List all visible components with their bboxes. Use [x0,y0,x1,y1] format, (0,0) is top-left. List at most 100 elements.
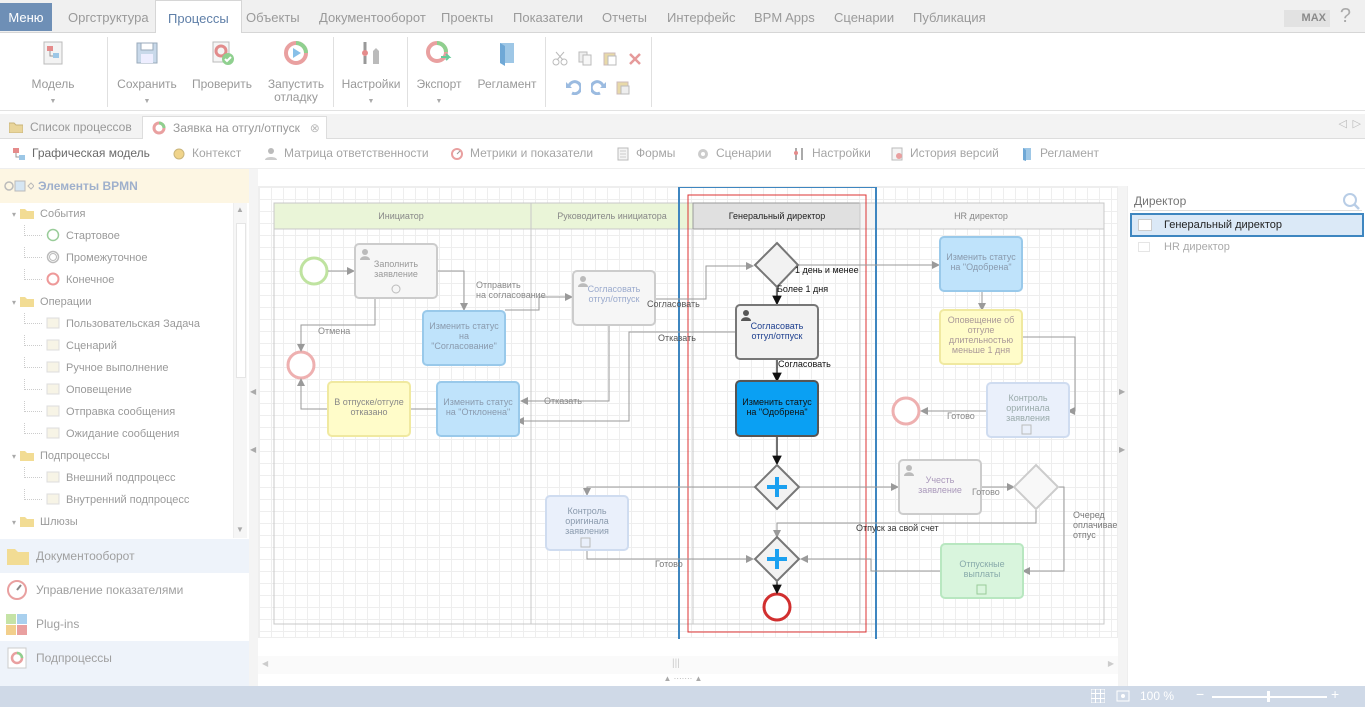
tree-group[interactable]: ▾События [8,203,230,225]
expand-icon[interactable]: ▾ [12,518,17,527]
scroll-thumb[interactable] [236,223,246,378]
validate-button[interactable]: Проверить [189,39,255,91]
gateway-exclusive-hr[interactable] [1012,463,1060,511]
tree-scrollbar[interactable]: ▲ ▼ [233,203,247,538]
expand-icon[interactable]: ▾ [12,210,17,219]
right-splitter[interactable]: ▶▶ [1118,186,1127,686]
copy-icon[interactable] [577,50,593,66]
settings-button[interactable]: Настройки▼ [338,39,404,108]
end-event-cancel[interactable] [286,350,316,380]
task-approve-ceo[interactable] [735,304,819,360]
task-approve-manager[interactable] [572,270,656,326]
view-tab-settings[interactable]: Настройки [790,146,871,160]
tree-item[interactable]: Оповещение [8,379,230,401]
start-event[interactable] [299,256,329,286]
menu-tab-reports[interactable]: Отчеты [602,10,647,25]
section-plugins[interactable]: Plug-ins [0,607,249,641]
start-debug-button[interactable]: Запустить отладку [264,39,328,104]
lane-selection-frame[interactable] [678,187,877,639]
lane-header-hr[interactable] [859,202,1105,230]
task-vacation-pay[interactable] [940,543,1024,599]
bpmn-diagram[interactable]: Инициатор Руководитель инициатора Генера… [259,187,1119,639]
scroll-right-icon[interactable]: ▶ [1107,659,1114,668]
menu-tab-indicators[interactable]: Показатели [513,10,583,25]
end-event-ceo[interactable] [762,592,792,622]
close-tab-icon[interactable]: ⊗ [309,121,320,135]
task-set-status-rejected[interactable] [436,381,520,437]
tree-group[interactable]: ▾Подпроцессы [8,445,230,467]
menu-tab-bpm-apps[interactable]: BPM Apps [754,10,815,25]
task-set-status-approved-ceo[interactable] [735,380,819,437]
gateway-exclusive-ceo[interactable] [753,241,800,289]
model-dropdown-icon[interactable]: ▼ [49,98,57,105]
view-tab-responsibility-matrix[interactable]: Матрица ответственности [262,146,429,160]
zoom-slider-thumb[interactable] [1267,691,1270,702]
bottom-splitter-handle[interactable]: ▲ ······· ▲ [663,674,703,683]
model-button[interactable]: Модель▼ [26,39,80,108]
zoom-in-icon[interactable]: + [1331,686,1340,702]
section-indicators[interactable]: Управление показателями [0,573,249,607]
lane-header-ceo[interactable] [692,202,861,230]
scroll-down-icon[interactable]: ▼ [236,525,244,534]
task-notify-short[interactable] [939,309,1023,365]
menu-tab-scenarios[interactable]: Сценарии [834,10,895,25]
tabs-scroll-left-icon[interactable]: ◁ [1338,118,1347,130]
scroll-left-icon[interactable]: ◀ [262,659,269,668]
zoom-out-icon[interactable]: − [1196,686,1205,702]
menu-tab-docflow[interactable]: Документооборот [319,10,426,25]
task-control-original-manager[interactable] [545,495,629,551]
task-account-request[interactable] [898,459,982,515]
doc-tab-vacation-request[interactable]: Заявка на отгул/отпуск ⊗ [142,116,327,139]
view-tab-scenarios[interactable]: Сценарии [694,146,771,160]
tabs-scroll-right-icon[interactable]: ▷ [1352,118,1361,130]
panel-title[interactable]: Элементы BPMN [0,169,249,203]
cut-icon[interactable] [552,50,568,66]
menu-tab-publication[interactable]: Публикация [913,10,986,25]
redo-icon[interactable] [591,79,607,95]
undo-icon[interactable] [565,79,581,95]
tree-item[interactable]: Ручное выполнение [8,357,230,379]
regulation-button[interactable]: Регламент [474,39,540,91]
export-button[interactable]: Экспорт▼ [410,39,468,108]
paste-icon[interactable] [602,50,618,66]
menu-tab-orgstructure[interactable]: Оргструктура [68,10,149,25]
search-input[interactable] [1132,191,1362,211]
tree-group[interactable]: ▾Шлюзы [8,511,230,533]
search-icon[interactable] [1342,192,1360,210]
tree-item[interactable]: Ожидание сообщения [8,423,230,445]
paste-special-icon[interactable] [615,79,631,95]
lane-header-manager[interactable] [530,202,694,230]
tree-item[interactable]: Промежуточное [8,247,230,269]
export-dropdown-icon[interactable]: ▼ [435,98,443,105]
menu-tab-projects[interactable]: Проекты [441,10,494,25]
delete-icon[interactable] [628,52,642,66]
expand-icon[interactable]: ▾ [12,298,17,307]
view-tab-regulation[interactable]: Регламент [1018,146,1099,161]
save-dropdown-icon[interactable]: ▼ [143,98,151,105]
section-docflow[interactable]: Документооборот [0,539,249,573]
task-control-original-hr[interactable] [986,382,1070,438]
grid-toggle-icon[interactable] [1091,689,1105,703]
help-icon[interactable]: ? [1339,5,1351,27]
settings-dropdown-icon[interactable]: ▼ [367,98,375,105]
tree-group[interactable]: ▾Операции [8,291,230,313]
task-set-status-approved-hr[interactable] [939,236,1023,292]
tree-item[interactable]: Сценарий [8,335,230,357]
canvas-h-scrollbar[interactable]: ◀ ||| ▶ [258,656,1118,674]
end-event-hr[interactable] [891,396,921,426]
view-tab-metrics[interactable]: Метрики и показатели [448,146,593,160]
tree-item[interactable]: Отправка сообщения [8,401,230,423]
tree-item[interactable]: Конечное [8,269,230,291]
tree-item[interactable]: Внутренний подпроцесс [8,489,230,511]
tree-item[interactable]: Пользовательская Задача [8,313,230,335]
view-tab-context[interactable]: Контекст [170,146,241,160]
menu-tab-processes[interactable]: Процессы [155,0,242,34]
view-tab-forms[interactable]: Формы [614,146,675,161]
save-button[interactable]: Сохранить▼ [114,39,180,108]
diagram-canvas[interactable]: Инициатор Руководитель инициатора Генера… [258,186,1119,639]
tree-item[interactable]: Внешний подпроцесс [8,467,230,489]
doc-tab-process-list[interactable]: Список процессов [0,116,140,139]
fit-page-icon[interactable] [1116,689,1130,703]
section-subprocesses[interactable]: Подпроцессы [0,641,249,675]
menu-tab-objects[interactable]: Объекты [246,10,300,25]
